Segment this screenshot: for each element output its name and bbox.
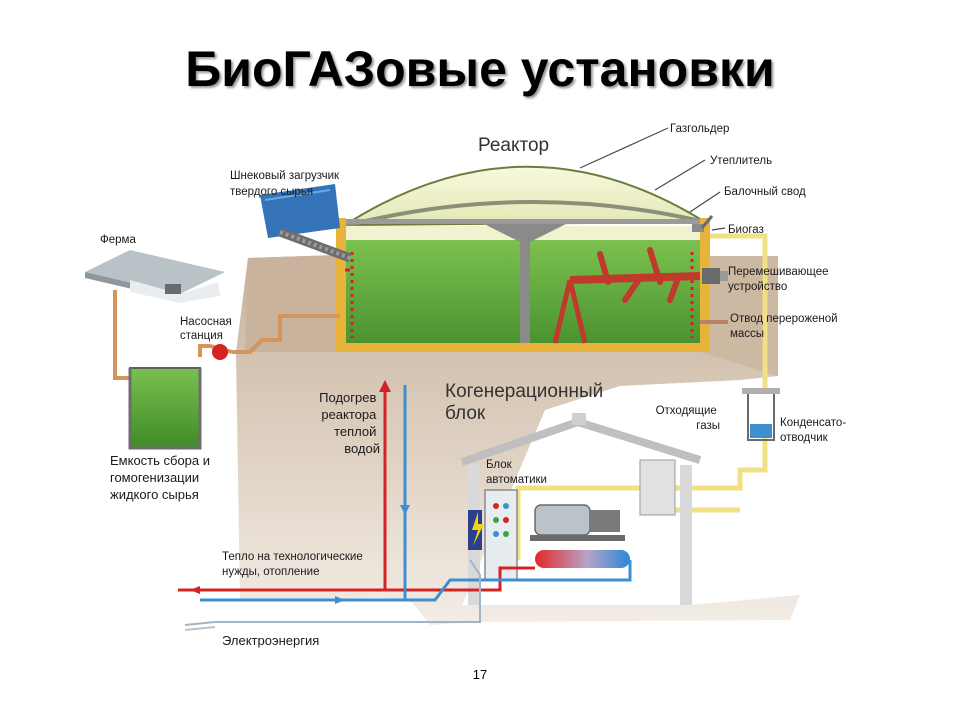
label-mixer: Перемешивающее устройство bbox=[728, 266, 832, 293]
mixer bbox=[552, 247, 728, 344]
pump-station bbox=[212, 344, 228, 360]
leader-lines bbox=[579, 127, 726, 231]
label-screw-loader: Шнековый загрузчик твердого сырья bbox=[230, 170, 342, 198]
heat-exchanger bbox=[535, 550, 630, 568]
label-cogeneration-unit: Когенерационный блок bbox=[445, 381, 609, 424]
reactor bbox=[336, 165, 714, 352]
label-digestate-outlet: Отвод перероженой массы bbox=[730, 313, 841, 340]
label-heat-for-needs: Тепло на технологические нужды, отоплени… bbox=[222, 551, 366, 578]
flow-arrows bbox=[190, 380, 410, 604]
arrow-left-icon bbox=[190, 586, 200, 594]
page-number: 17 bbox=[472, 667, 488, 682]
label-exhaust-gases: Отходящие газы bbox=[656, 405, 720, 432]
label-biogas: Биогаз bbox=[728, 224, 764, 236]
arrow-up-icon bbox=[379, 380, 391, 392]
label-electricity: Электроэнергия bbox=[222, 633, 319, 648]
labels: Реактор Газгольдер Утеплитель Балочный с… bbox=[100, 123, 849, 648]
label-reactor: Реактор bbox=[478, 135, 549, 156]
electrical-panel bbox=[468, 510, 484, 550]
automation-unit bbox=[484, 489, 518, 581]
label-pump-station: Насосная станция bbox=[180, 316, 235, 342]
arrow-down-icon bbox=[400, 505, 410, 515]
condensate-trap bbox=[742, 388, 780, 441]
arrow-right-icon bbox=[335, 596, 345, 604]
heating-coil bbox=[350, 252, 694, 338]
lightning-icon bbox=[472, 512, 484, 546]
screw-loader bbox=[260, 184, 352, 263]
label-condensate-trap: Конденсато- отводчик bbox=[780, 417, 849, 444]
label-farm: Ферма bbox=[100, 234, 136, 246]
electricity-line bbox=[184, 559, 481, 631]
collection-tank bbox=[128, 367, 202, 450]
slide-title: БиоГАЗовые установки bbox=[185, 41, 775, 97]
label-reactor-heating: Подогрев реактора теплой водой bbox=[319, 390, 380, 456]
label-insulation: Утеплитель bbox=[710, 155, 772, 167]
label-automation-unit: Блок автоматики bbox=[486, 459, 547, 486]
cogeneration-engine bbox=[530, 504, 625, 541]
cogeneration-building bbox=[460, 413, 702, 605]
farm bbox=[85, 250, 225, 303]
label-beam-vault: Балочный свод bbox=[724, 186, 806, 198]
label-gasholder: Газгольдер bbox=[670, 123, 729, 135]
label-tank: Емкость сбора и гомогенизации жидкого сы… bbox=[110, 453, 214, 502]
cold-water-pipes bbox=[200, 385, 632, 602]
